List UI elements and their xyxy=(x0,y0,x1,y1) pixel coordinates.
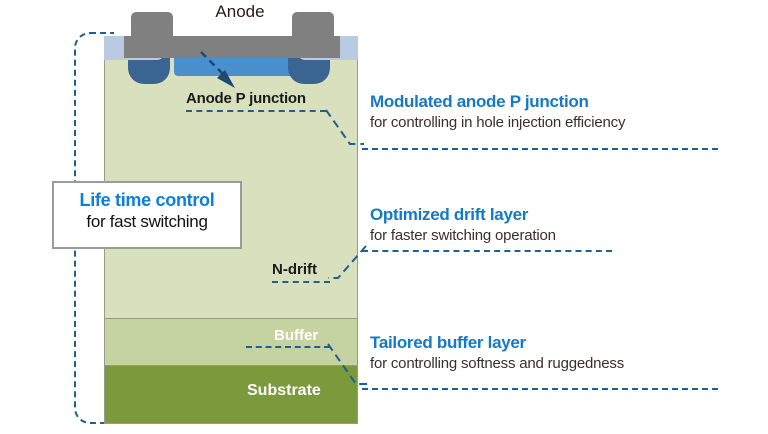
annotation-modulated-anode-p-junction: Modulated anode P junction for controlli… xyxy=(370,92,625,131)
dash-anode-p-junction xyxy=(186,110,326,112)
anode-p-junction-region xyxy=(174,58,298,76)
anode-metal-bar xyxy=(124,36,340,58)
connector-anode-p-junction xyxy=(325,109,364,145)
label-anode-p-junction: Anode P junction xyxy=(186,90,306,107)
connector-buffer xyxy=(327,343,370,385)
annotation-underline-2 xyxy=(362,250,612,252)
callout-subtitle: for fast switching xyxy=(86,212,208,231)
anode-contact-pad-left xyxy=(131,12,173,38)
annotation-underline-1 xyxy=(362,148,718,150)
annotation-optimized-drift-layer: Optimized drift layer for faster switchi… xyxy=(370,205,556,244)
device-layer-buffer xyxy=(104,318,358,366)
p-plus-well-left xyxy=(128,58,170,84)
dash-buffer xyxy=(246,346,330,348)
annotation-tailored-buffer-layer: Tailored buffer layer for controlling so… xyxy=(370,333,624,372)
anode-contact-pad-right xyxy=(292,12,334,38)
annotation-subtitle: for controlling in hole injection effici… xyxy=(370,114,626,131)
connector-ndrift xyxy=(328,245,367,279)
annotation-subtitle: for controlling softness and ruggedness xyxy=(370,355,625,372)
label-substrate: Substrate xyxy=(247,382,321,399)
annotation-underline-3 xyxy=(362,388,718,390)
annotation-title: Modulated anode P junction xyxy=(370,92,589,111)
callout-title: Life time control xyxy=(79,190,215,210)
annotation-title: Optimized drift layer xyxy=(370,205,529,224)
annotation-title: Tailored buffer layer xyxy=(370,333,526,352)
dash-ndrift xyxy=(272,281,330,283)
annotation-subtitle: for faster switching operation xyxy=(370,227,556,244)
label-buffer: Buffer xyxy=(274,327,319,344)
lifetime-control-callout: Life time control for fast switching xyxy=(52,181,242,249)
label-ndrift: N-drift xyxy=(272,261,317,278)
anode-title: Anode xyxy=(215,2,265,21)
p-plus-well-right xyxy=(288,58,330,84)
device-layer-substrate xyxy=(104,365,358,424)
arrow-down-right-icon xyxy=(200,51,235,88)
